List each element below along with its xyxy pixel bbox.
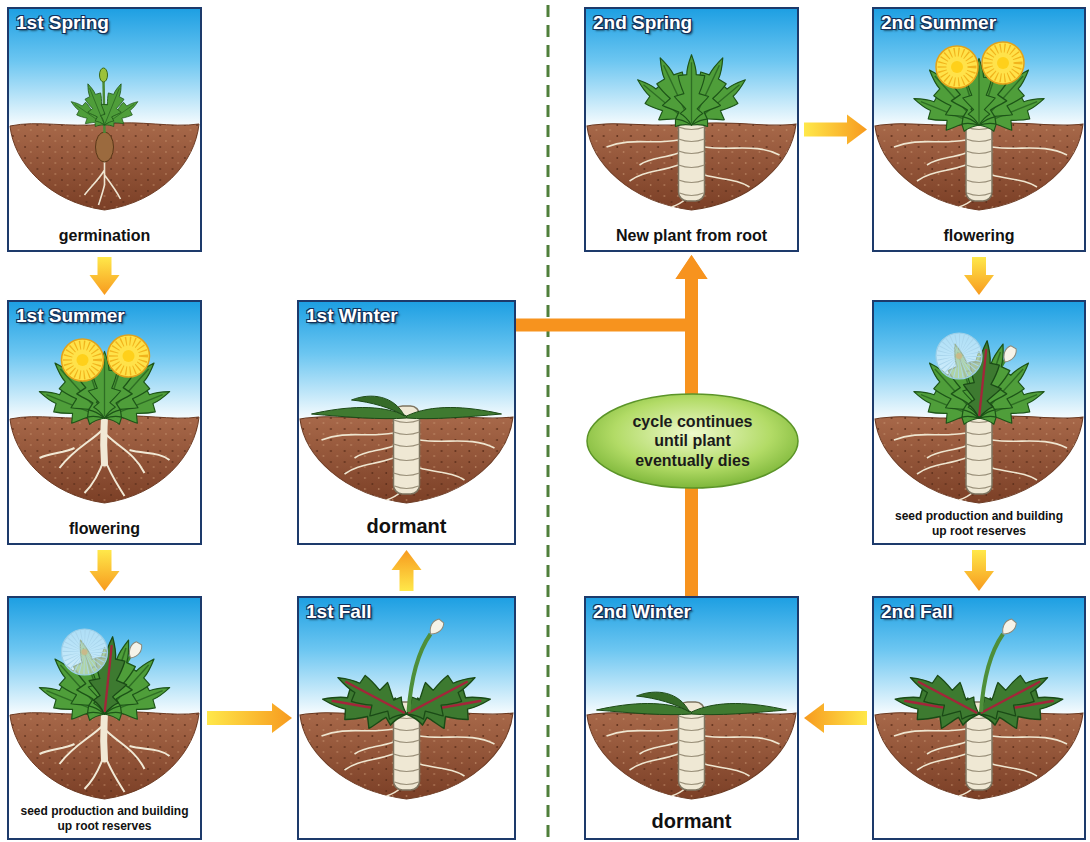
arrow-shaft [516,278,692,325]
season-panel: 1st Fall [297,596,516,840]
taproot [894,113,1067,207]
panel-sky [584,596,799,840]
season-panel: 1st Winter dormant [297,300,516,545]
stage-arrow [392,550,422,591]
taproot [322,406,495,500]
arrow-head [90,275,120,295]
cycle-oval: cycle continues until plant eventually d… [585,392,800,490]
stage-caption: New plant from root [616,226,767,245]
stage-arrow [804,703,867,733]
seeding-plant [33,629,176,730]
arrow-shaft [823,711,867,725]
fall-plant [319,618,494,735]
arrow-head [392,550,422,570]
panel-sky [297,596,516,840]
season-heading: 2nd Fall [881,601,953,624]
arrow-shaft [804,123,848,137]
season-heading: 1st Winter [306,305,398,328]
season-heading: 1st Summer [16,305,125,328]
panel-sky [7,596,202,840]
taproot [894,406,1067,500]
arrow-head [804,703,824,733]
season-panel: seed production and building up root res… [872,300,1086,545]
taproot [607,113,780,207]
flowering-plant [33,335,176,434]
season-panel: 1st Spring germination [7,7,202,252]
arrow-head [847,115,867,145]
seeding-plant [907,333,1050,434]
stage-arrow [90,257,120,295]
fall-plant [892,618,1067,735]
stage-caption: flowering [943,226,1014,245]
season-heading: 1st Spring [16,12,109,35]
flowering-plant [907,42,1050,141]
season-heading: 2nd Spring [593,12,692,35]
stage-caption: seed production and building up root res… [893,509,1065,538]
young-root [40,414,170,496]
panel-sky [872,7,1086,252]
arrow-shaft [400,569,414,591]
stage-caption: flowering [69,519,140,538]
season-panel: 1st Summer flowering [7,300,202,545]
season-panel: seed production and building up root res… [7,596,202,840]
cycle-arrow [516,255,708,325]
oval-shape [587,394,798,488]
spring-plant [627,50,757,138]
arrow-shaft [207,711,273,725]
arrow-head [676,255,708,279]
stage-caption: dormant [367,515,447,538]
year-divider [547,5,550,838]
panel-sky [7,300,202,545]
seedling [65,68,143,205]
season-panel: 2nd SpringNew plant from root [584,7,799,252]
panel-sky [7,7,202,252]
arrow-shaft [98,550,112,572]
cycle-note: cycle continues until plant eventually d… [623,412,763,470]
stage-arrow [964,257,994,295]
stage-arrow [804,115,867,145]
season-heading: 1st Fall [306,601,371,624]
young-root [40,710,170,792]
taproot [607,702,780,796]
season-heading: 2nd Summer [881,12,996,35]
stage-caption: dormant [652,810,732,833]
arrow-shaft [972,257,986,276]
stage-caption: germination [59,226,151,245]
season-panel: 2nd Winter dormant [584,596,799,840]
arrow-head [676,255,708,279]
arrow-shaft [98,257,112,276]
stage-arrow [207,703,292,733]
season-panel: 2nd Summer flowering [872,7,1086,252]
stage-arrow [90,550,120,591]
panel-sky [297,300,516,545]
arrow-head [90,571,120,591]
dormant-plant [312,396,502,419]
stage-arrow [964,550,994,591]
arrow-head [964,275,994,295]
arrow-head [272,703,292,733]
arrow-head [964,571,994,591]
panel-sky [872,300,1086,545]
season-heading: 2nd Winter [593,601,691,624]
stage-caption: seed production and building up root res… [19,804,191,833]
arrow-shaft [972,550,986,572]
dormant-plant [597,692,787,715]
panel-sky [584,7,799,252]
panel-sky [872,596,1086,840]
season-panel: 2nd Fall [872,596,1086,840]
